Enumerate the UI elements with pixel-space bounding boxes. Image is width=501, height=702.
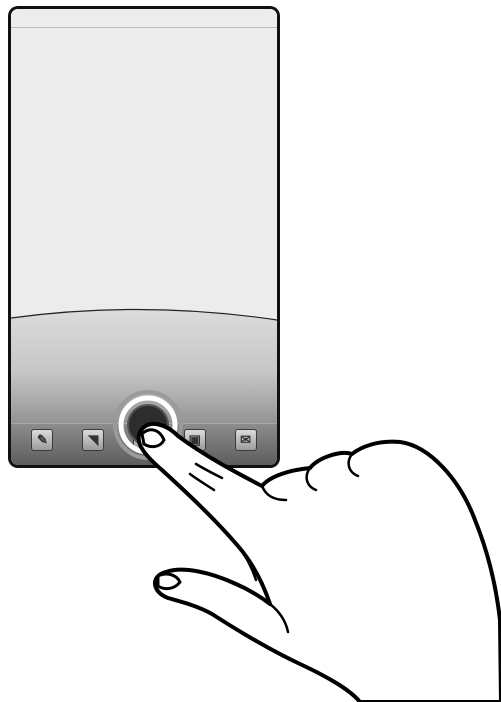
illustration-scene: ✎ ◥ ☎ ▣ ✉ xyxy=(0,0,501,702)
pointing-hand-icon xyxy=(0,0,501,702)
